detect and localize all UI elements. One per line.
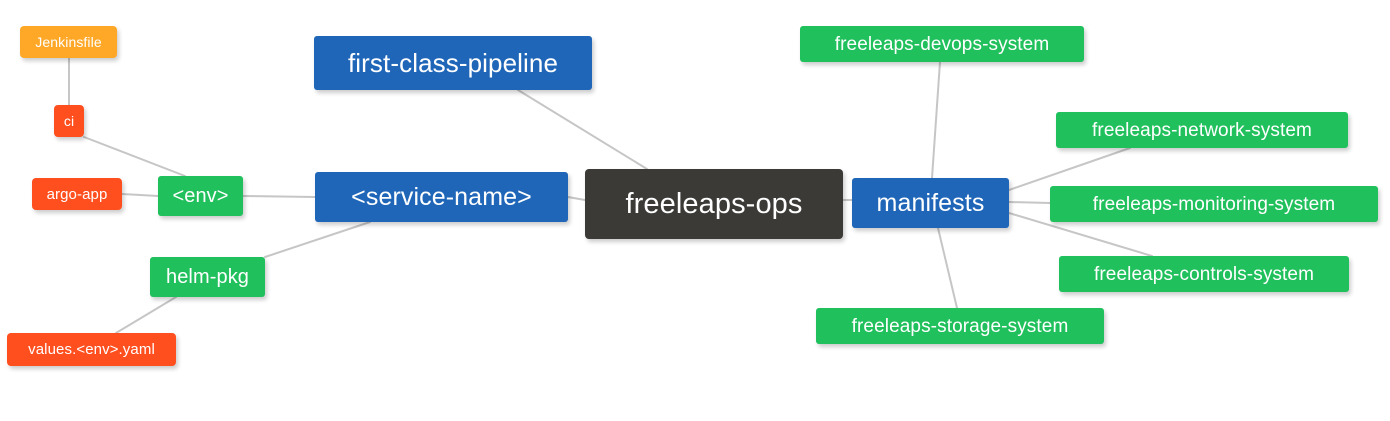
mindmap-node-service-name[interactable]: <service-name> [315, 172, 568, 222]
mindmap-node-env[interactable]: <env> [158, 176, 243, 216]
mindmap-node-label: <service-name> [351, 182, 532, 211]
mindmap-node-label: freeleaps-network-system [1092, 119, 1312, 141]
mindmap-node-freeleaps-monitoring-system[interactable]: freeleaps-monitoring-system [1050, 186, 1378, 222]
mindmap-node-freeleaps-ops[interactable]: freeleaps-ops [585, 169, 843, 239]
mindmap-node-helm-pkg[interactable]: helm-pkg [150, 257, 265, 297]
mindmap-edge-manifests-to-freeleaps-network-system [1008, 147, 1131, 191]
mindmap-edge-values-env-yaml-to-helm-pkg [115, 296, 177, 334]
mindmap-node-label: values.<env>.yaml [28, 341, 155, 358]
mindmap-node-label: freeleaps-storage-system [851, 315, 1069, 337]
mindmap-edge-first-class-pipeline-to-freeleaps-ops [517, 89, 648, 170]
mindmap-node-freeleaps-controls-system[interactable]: freeleaps-controls-system [1059, 256, 1349, 292]
mindmap-node-argo-app[interactable]: argo-app [32, 178, 122, 210]
mindmap-node-label: freeleaps-monitoring-system [1092, 193, 1336, 215]
mindmap-node-label: manifests [876, 188, 985, 217]
mindmap-edge-manifests-to-freeleaps-storage-system [937, 227, 958, 309]
mindmap-node-label: helm-pkg [165, 266, 250, 288]
mindmap-edge-env-to-service-name [242, 195, 316, 198]
mindmap-node-label: ci [63, 113, 75, 129]
mindmap-node-label: <env> [172, 185, 229, 207]
mindmap-node-label: argo-app [46, 185, 108, 203]
mindmap-edge-argo-app-to-env [121, 193, 159, 197]
mindmap-node-ci[interactable]: ci [54, 105, 84, 137]
mindmap-edge-helm-pkg-to-service-name [264, 221, 371, 258]
mindmap-node-freeleaps-devops-system[interactable]: freeleaps-devops-system [800, 26, 1084, 62]
mindmap-node-first-class-pipeline[interactable]: first-class-pipeline [314, 36, 592, 90]
mindmap-node-values-env-yaml[interactable]: values.<env>.yaml [7, 333, 176, 366]
mindmap-node-label: freeleaps-devops-system [834, 33, 1050, 55]
mindmap-edge-freeleaps-devops-system-to-manifests [931, 61, 941, 179]
mindmap-node-label: first-class-pipeline [347, 48, 559, 78]
mindmap-edge-manifests-to-freeleaps-monitoring-system [1008, 201, 1051, 204]
mindmap-node-manifests[interactable]: manifests [852, 178, 1009, 228]
mindmap-node-freeleaps-storage-system[interactable]: freeleaps-storage-system [816, 308, 1104, 344]
mindmap-node-label: freeleaps-controls-system [1093, 263, 1315, 285]
mindmap-edge-ci-to-env [83, 136, 186, 177]
mindmap-node-label: Jenkinsfile [35, 34, 102, 50]
mindmap-node-label: freeleaps-ops [625, 187, 803, 220]
mindmap-node-freeleaps-network-system[interactable]: freeleaps-network-system [1056, 112, 1348, 148]
mindmap-edge-service-name-to-freeleaps-ops [567, 196, 586, 201]
mindmap-node-jenkinsfile[interactable]: Jenkinsfile [20, 26, 117, 58]
